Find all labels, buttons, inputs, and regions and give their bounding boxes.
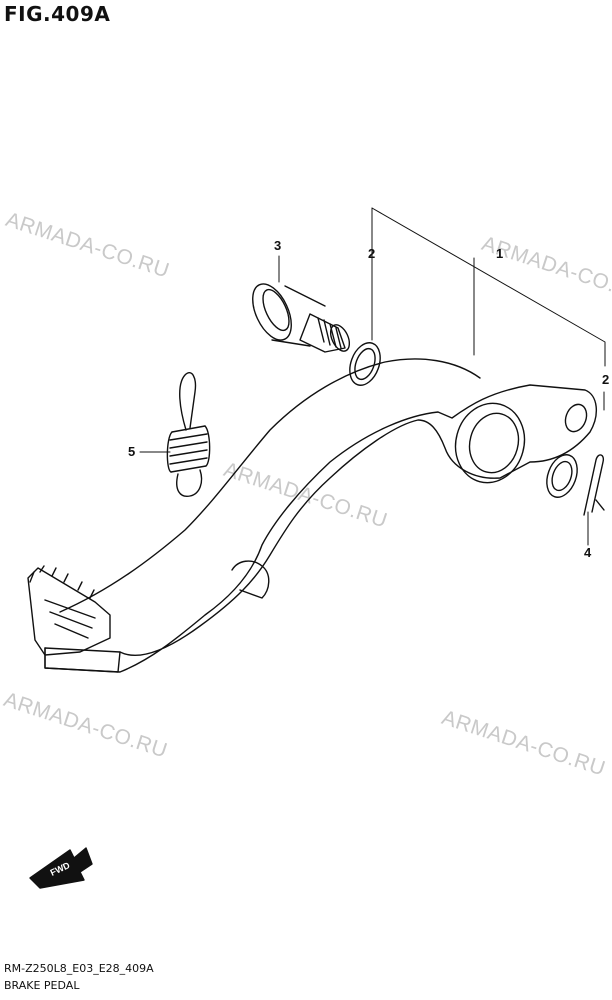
- figure-title: FIG.409A: [4, 2, 111, 26]
- callout-2: 2: [368, 246, 375, 261]
- callout-2: 2: [602, 372, 609, 387]
- callout-3: 3: [274, 238, 281, 253]
- return-spring-part-5: [166, 372, 211, 497]
- footer-name: BRAKE PEDAL: [4, 979, 80, 992]
- callout-5: 5: [128, 444, 135, 459]
- washer-part-2-lower: [546, 454, 578, 498]
- fwd-arrow-icon: [29, 847, 93, 889]
- leader-lines: [139, 207, 606, 546]
- footer-code: RM-Z250L8_E03_E28_409A: [4, 962, 154, 975]
- brake-pedal-arm-part-1: [44, 358, 597, 673]
- washer-part-2-upper: [349, 342, 381, 386]
- foot-tip: [27, 565, 121, 673]
- callout-4: 4: [584, 545, 592, 560]
- cotter-pin-part-4: [583, 454, 605, 516]
- callout-1: 1: [496, 246, 503, 261]
- pivot-bolt-part-3: [252, 283, 351, 353]
